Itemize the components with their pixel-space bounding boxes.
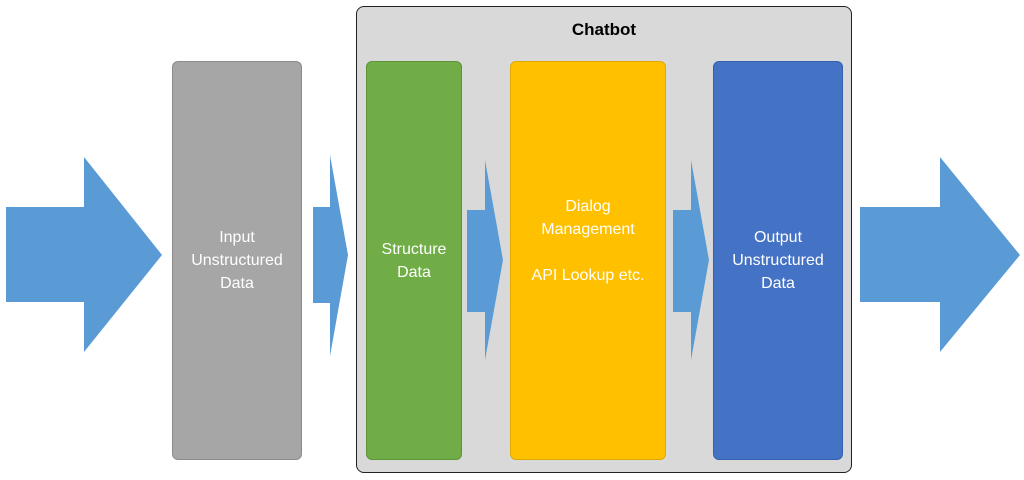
dialog-management-box: Dialog Management API Lookup etc.: [510, 61, 666, 460]
chatbot-title: Chatbot: [571, 20, 637, 39]
input-box-line2: Unstructured: [191, 252, 283, 269]
output-box-line3: Data: [761, 275, 795, 292]
dialog-box-line1: Dialog: [565, 197, 611, 215]
structure-data-box: Structure Data: [366, 61, 462, 460]
input-box-line1: Input: [219, 229, 255, 246]
output-box-line2: Unstructured: [732, 252, 824, 269]
input-box-line3: Data: [220, 275, 254, 292]
dialog-box-line3: API Lookup etc.: [531, 266, 645, 284]
output-unstructured-data-box: Output Unstructured Data: [713, 61, 843, 460]
structure-box-line1: Structure: [381, 240, 447, 258]
input-unstructured-data-box: Input Unstructured Data: [172, 61, 302, 460]
structure-box-line2: Data: [397, 263, 431, 281]
output-box-line1: Output: [753, 229, 803, 246]
dialog-box-line2: Management: [541, 220, 635, 238]
